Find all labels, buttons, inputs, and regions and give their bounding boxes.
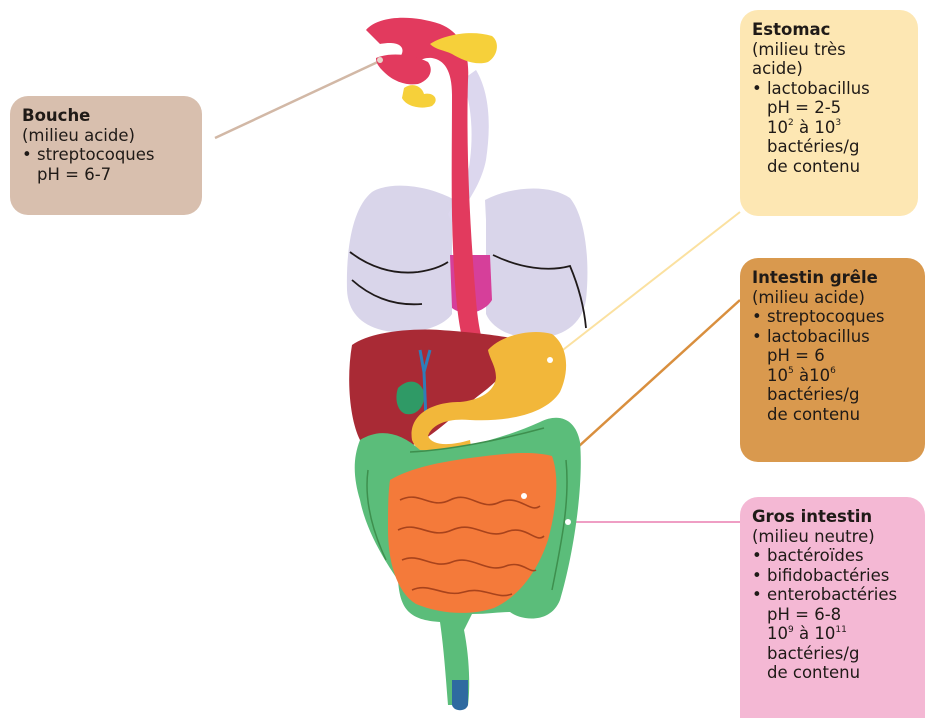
bacteria-count: 102 à 103 — [752, 118, 908, 138]
left-lung — [347, 186, 455, 333]
ph-value: pH = 6-8 — [752, 605, 915, 625]
box-title: Estomac — [752, 20, 908, 40]
connector-line-bouche — [215, 60, 382, 138]
rectum — [452, 680, 468, 710]
connector-dot-estomac — [547, 357, 553, 363]
right-lung — [485, 188, 587, 338]
label-box-gros-intestin: Gros intestin (milieu neutre) • bactéroï… — [740, 497, 925, 718]
count-unit: bactéries/g — [752, 385, 915, 405]
bacteria-item: • streptocoques — [752, 307, 915, 327]
bacteria-item: • streptocoques — [22, 145, 192, 165]
box-title: Bouche — [22, 106, 192, 126]
connector-dot-bouche — [377, 57, 383, 63]
ph-value: pH = 2-5 — [752, 98, 908, 118]
label-box-estomac: Estomac (milieu très acide) • lactobacil… — [740, 10, 918, 216]
milieu-label: (milieu acide) — [22, 126, 192, 146]
count-unit-cont: de contenu — [752, 405, 915, 425]
count-unit: bactéries/g — [752, 137, 908, 157]
milieu-label: (milieu très — [752, 40, 908, 60]
label-box-bouche: Bouche (milieu acide) • streptocoques pH… — [10, 96, 202, 215]
count-unit-cont: de contenu — [752, 663, 915, 683]
salivary-gland-lower — [402, 85, 436, 107]
count-unit-cont: de contenu — [752, 157, 908, 177]
connector-dot-gros — [565, 519, 571, 525]
milieu-label: (milieu neutre) — [752, 527, 915, 547]
connector-dot-grele — [521, 493, 527, 499]
milieu-label-cont: acide) — [752, 59, 908, 79]
bacteria-item: • bifidobactéries — [752, 566, 915, 586]
bacteria-item: • lactobacillus — [752, 327, 915, 347]
box-title: Intestin grêle — [752, 268, 915, 288]
box-title: Gros intestin — [752, 507, 915, 527]
ph-value: pH = 6-7 — [22, 165, 192, 185]
bacteria-count: 105 à106 — [752, 366, 915, 386]
ph-value: pH = 6 — [752, 346, 915, 366]
bacteria-item: • bactéroïdes — [752, 546, 915, 566]
count-unit: bactéries/g — [752, 644, 915, 664]
bacteria-count: 109 à 1011 — [752, 624, 915, 644]
milieu-label: (milieu acide) — [752, 288, 915, 308]
label-box-intestin-grele: Intestin grêle (milieu acide) • streptoc… — [740, 258, 925, 462]
bacteria-item: • enterobactéries — [752, 585, 915, 605]
bacteria-item: • lactobacillus — [752, 79, 908, 99]
